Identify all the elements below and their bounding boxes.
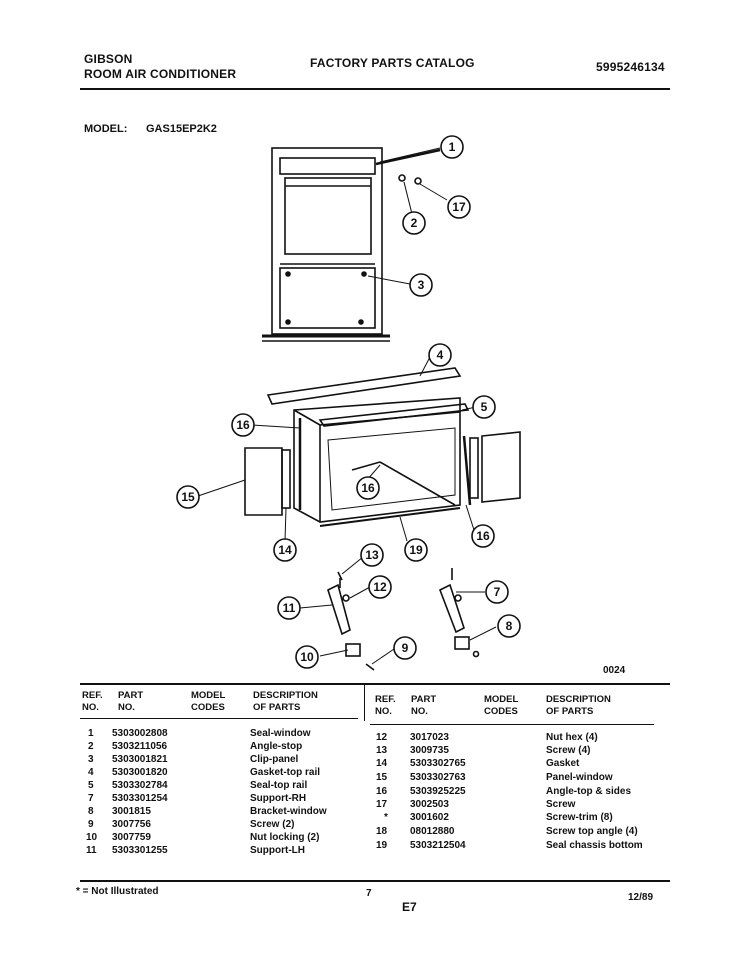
callout-4: 4	[437, 348, 444, 362]
callout-16: 16	[361, 481, 375, 495]
header-divider	[80, 88, 670, 90]
model-label: MODEL:	[84, 123, 128, 135]
section-code: E7	[402, 900, 417, 914]
callout-9: 9	[402, 641, 409, 655]
diagram-code: 0024	[603, 665, 626, 676]
window-panel-frame	[271, 147, 383, 335]
brand-name: GIBSON	[84, 52, 133, 66]
callout-7: 7	[494, 585, 501, 599]
catalog-title: FACTORY PARTS CATALOG	[310, 56, 475, 70]
callout-8: 8	[506, 619, 513, 633]
callout-3: 3	[418, 278, 425, 292]
table-top-rule	[80, 683, 670, 685]
revision-date: 12/89	[628, 892, 654, 903]
callout-15: 15	[181, 490, 195, 504]
header-ref: REF.NO.	[82, 690, 103, 713]
product-name: ROOM AIR CONDITIONER	[84, 67, 237, 81]
callout-10: 10	[300, 650, 314, 664]
footer-rule	[80, 880, 670, 882]
callout-11: 11	[283, 601, 296, 615]
callout-5: 5	[481, 400, 488, 414]
table-center-divider	[364, 685, 365, 721]
callout-1: 1	[449, 140, 456, 154]
callout-2: 2	[411, 216, 418, 230]
model-number: GAS15EP2K2	[146, 123, 217, 135]
callout-12: 12	[373, 580, 387, 594]
callout-17: 17	[452, 200, 466, 214]
table-header-rule-left	[80, 718, 358, 719]
header-ref-right: REF.NO.	[375, 694, 396, 717]
callout-16: 16	[476, 529, 490, 543]
callout-19: 19	[409, 543, 423, 557]
catalog-number: 5995246134	[596, 60, 665, 74]
table-header-rule-right	[370, 724, 654, 725]
callout-16: 16	[236, 418, 250, 432]
page-number: 7	[366, 888, 372, 899]
callout-14: 14	[278, 543, 292, 557]
callout-13: 13	[365, 548, 379, 562]
footnote: * = Not Illustrated	[76, 886, 159, 897]
exploded-parts-diagram: 1 2 17 3 4 5 16 15 16 16 14 19 13 12 11 …	[176, 135, 626, 676]
